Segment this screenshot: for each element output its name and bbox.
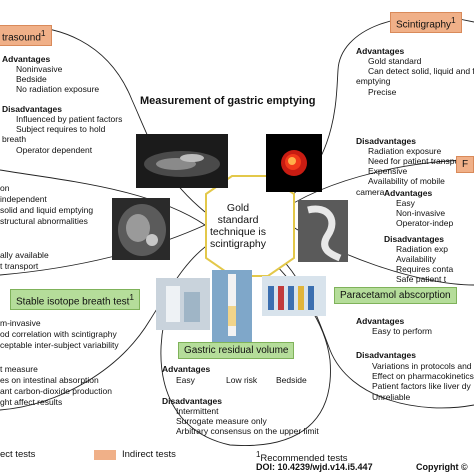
left-petal-line: t transport: [0, 261, 39, 271]
left-petal-line: ally available: [0, 250, 49, 260]
breath-test-line: ant carbon-dioxide production: [0, 386, 112, 396]
residual-advantage: Easy: [176, 375, 195, 385]
ultrasound-advantage: No radiation exposure: [16, 84, 100, 94]
center-label-line: technique is: [209, 226, 267, 238]
scintigraphy-disadvantage: Radiation exposure: [368, 146, 442, 156]
center-label: Gold standard technique is scintigraphy: [200, 202, 276, 250]
paracetamol-disadvantage: Effect on pharmacokinetics: [372, 371, 474, 381]
legend-recommended-tests: 1Recommended tests: [256, 450, 348, 464]
left-petal-line: independent: [0, 194, 47, 204]
residual-disadvantage: Arbitrary consensus on the upper limit: [176, 426, 319, 436]
right-advantage: Non-invasive: [396, 208, 446, 218]
residual-disadvantages-heading: Disadvantages: [162, 396, 222, 406]
right-petal-label-text: F: [462, 159, 469, 170]
residual-disadvantage: Surrogate measure only: [176, 416, 267, 426]
right-disadvantage: Requires conta: [396, 264, 454, 274]
breath-test-line: ght affect results: [0, 397, 63, 407]
scintigraphy-label-text: Scintigraphy: [396, 19, 452, 31]
left-petal-line: solid and liquid emptying: [0, 205, 94, 215]
right-petal-label: F: [456, 156, 474, 173]
ultrasound-disadvantage: breath: [2, 134, 27, 144]
ultrasound-disadvantage: Influenced by patient factors: [16, 114, 123, 124]
scintigraphy-advantage: Precise: [368, 87, 397, 97]
left-petal-line: on: [0, 183, 10, 193]
ultrasound-advantages-heading: Advantages: [2, 54, 51, 64]
center-label-line: standard: [217, 214, 259, 226]
breath-test-line: ceptable inter-subject variability: [0, 340, 119, 350]
paracetamol-photo: [262, 276, 326, 316]
paracetamol-disadvantage: Unreliable: [372, 392, 411, 402]
paracetamol-label: Paracetamol abscorption: [334, 287, 457, 304]
scintigraphy-disadvantages-heading: Disadvantages: [356, 136, 416, 146]
breath-petal-outline: [0, 239, 216, 411]
residual-disadvantage: Intermittent: [176, 406, 219, 416]
paracetamol-petal-outline: [261, 239, 474, 409]
center-label-line: Gold: [226, 202, 250, 214]
scintigraphy-advantage: Can detect solid, liquid and fat: [368, 66, 474, 76]
center-label-line: scintigraphy: [209, 238, 267, 250]
residual-volume-photo: [212, 270, 252, 342]
breath-test-line: m-invasive: [0, 318, 41, 328]
breath-test-label: Stable isotope breath test1: [10, 289, 141, 311]
legend-indirect-swatch: [94, 450, 116, 460]
legend-recommended-text: Recommended tests: [260, 453, 348, 465]
recommended-marker: 1: [451, 15, 456, 25]
right-advantage: Easy: [396, 198, 415, 208]
right-disadvantage: Radiation exp: [396, 244, 448, 254]
ultrasound-label: trasound1: [0, 25, 52, 47]
center-hexagon: [205, 175, 295, 277]
diagram-title: Measurement of gastric emptying: [140, 95, 316, 107]
doi-text: DOI: 10.4239/wjd.v14.i5.447: [256, 462, 373, 472]
ct-scan-image: [112, 198, 170, 260]
breath-test-photo: [156, 278, 210, 330]
legend-indirect-tests: Indirect tests: [122, 449, 176, 460]
residual-advantage: Bedside: [276, 375, 307, 385]
breath-test-line: od correlation with scintigraphy: [0, 329, 117, 339]
scintigraphy-disadvantage: Expensive: [368, 166, 408, 176]
recommended-marker: 1: [129, 292, 135, 302]
legend-direct-tests: ect tests: [0, 449, 36, 460]
residual-advantages-heading: Advantages: [162, 364, 211, 374]
scintigraphy-disadvantage: camera: [356, 187, 385, 197]
fluoroscopy-image: [298, 200, 348, 262]
scintigraphy-disadvantage: Availability of mobile: [368, 176, 445, 186]
paracetamol-disadvantage: Patient factors like liver dy: [372, 381, 471, 391]
ultrasound-disadvantage: Subject requires to hold: [16, 124, 106, 134]
scintigraphy-image: [266, 134, 322, 192]
ultrasound-advantage: Bedside: [16, 74, 47, 84]
ultrasound-advantage: Noninvasive: [16, 64, 63, 74]
right-disadvantages-heading: Disadvantages: [384, 234, 444, 244]
residual-volume-label: Gastric residual volume: [178, 342, 295, 359]
paracetamol-label-text: Paracetamol abscorption: [340, 290, 451, 301]
right-disadvantage: Availability: [396, 254, 437, 264]
residual-advantage: Low risk: [226, 375, 258, 385]
recommended-marker: 1: [256, 450, 261, 459]
ultrasound-disadvantages-heading: Disadvantages: [2, 104, 62, 114]
ultrasound-disadvantage: Operator dependent: [16, 145, 93, 155]
residual-volume-label-text: Gastric residual volume: [184, 345, 289, 356]
right-advantages-heading: Advantages: [384, 188, 433, 198]
scintigraphy-advantage: emptying: [356, 76, 391, 86]
paracetamol-advantage: Easy to perform: [372, 326, 432, 336]
ultrasound-image: [136, 134, 228, 188]
paracetamol-advantages-heading: Advantages: [356, 316, 405, 326]
scintigraphy-advantages-heading: Advantages: [356, 46, 405, 56]
scintigraphy-disadvantage: Need for patient transport: [368, 156, 465, 166]
recommended-marker: 1: [40, 28, 46, 38]
scintigraphy-label: Scintigraphy1: [390, 12, 462, 34]
paracetamol-disadvantage: Variations in protocols and: [372, 361, 472, 371]
ultrasound-label-text: trasound: [2, 32, 41, 44]
breath-test-line: es on intestinal absorption: [0, 375, 99, 385]
copyright-text: Copyright ©: [416, 462, 468, 472]
left-petal-line: structural abnormalities: [0, 216, 88, 226]
right-disadvantage: Safe patient t: [396, 274, 447, 284]
scintigraphy-advantage: Gold standard: [368, 56, 422, 66]
breath-test-line: t measure: [0, 364, 38, 374]
paracetamol-disadvantages-heading: Disadvantages: [356, 350, 416, 360]
breath-test-label-text: Stable isotope breath test: [16, 296, 130, 308]
right-advantage: Operator-indep: [396, 218, 454, 228]
